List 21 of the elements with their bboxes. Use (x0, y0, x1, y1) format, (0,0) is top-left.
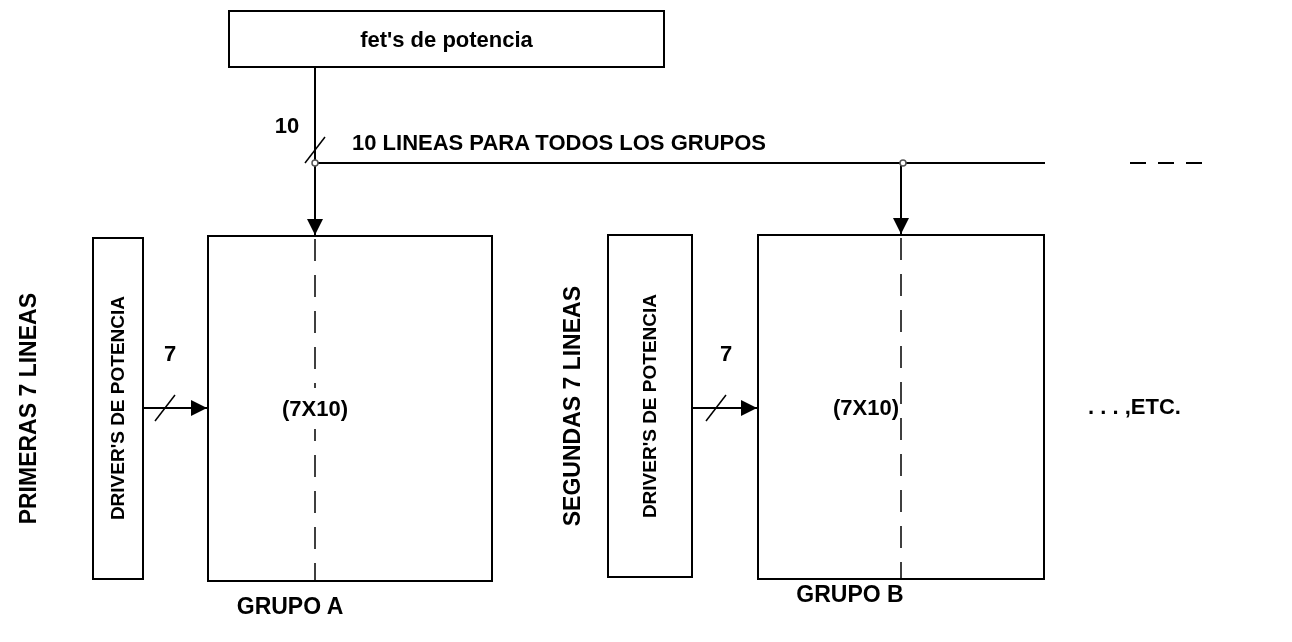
node-text: DRIVER'S DE POTENCIA (105, 296, 129, 521)
bus-line (314, 67, 1046, 164)
arrow (692, 400, 758, 416)
group-box (207, 235, 493, 582)
node-text: (7X10) (281, 388, 348, 429)
edge-label: 7 (162, 340, 178, 368)
edge-label: 7 (718, 340, 734, 368)
arrow (143, 400, 208, 416)
group-caption: GRUPO B (796, 579, 904, 609)
driver-box (607, 234, 693, 578)
note-label: 10 LINEAS PARA TODOS LOS GRUPOS (352, 129, 766, 157)
node-text: fet's de potencia (360, 25, 533, 54)
note-label: . . . ,ETC. (1088, 393, 1181, 421)
group-caption: GRUPO A (236, 591, 344, 621)
side-caption: PRIMERAS 7 LINEAS (13, 292, 42, 525)
driver-box (92, 237, 144, 580)
side-caption: SEGUNDAS 7 LINEAS (557, 285, 586, 527)
process-box (228, 10, 665, 68)
group-box (757, 234, 1045, 580)
node-text: DRIVER'S DE POTENCIA (637, 293, 661, 519)
edge-label: 10 (273, 112, 301, 140)
